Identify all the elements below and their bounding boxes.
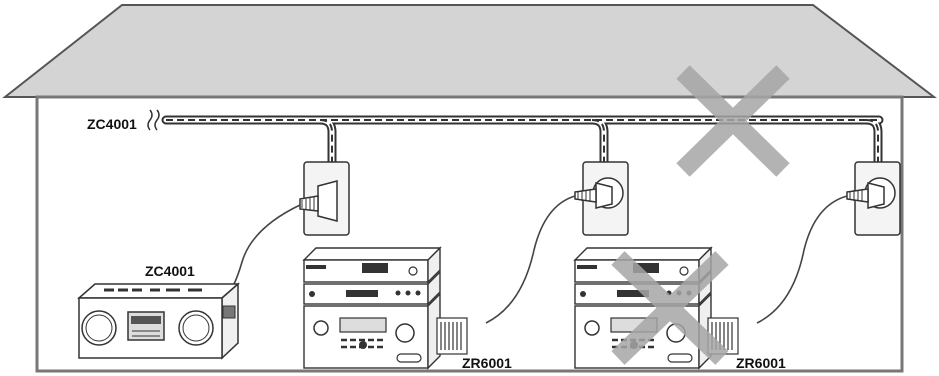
cross-mark-stack xyxy=(611,251,729,365)
label-wiring: ZC4001 xyxy=(87,116,137,132)
label-stack-left: ZR6001 xyxy=(462,355,512,371)
cord-stack-right xyxy=(756,195,848,324)
speaker-right xyxy=(178,310,214,346)
outlet-left xyxy=(299,161,350,236)
wall-wiring xyxy=(147,109,884,167)
outlet-middle xyxy=(574,161,629,236)
clock-radio xyxy=(77,282,240,360)
cord-stack-left xyxy=(485,195,576,324)
label-stack-right: ZR6001 xyxy=(736,355,786,371)
outlet-right xyxy=(846,161,901,236)
label-radio: ZC4001 xyxy=(145,263,195,279)
hifi-stack-left xyxy=(302,246,468,370)
cross-mark-wiring xyxy=(676,65,790,177)
house-roof xyxy=(2,4,937,98)
speaker-left xyxy=(81,310,117,346)
cable-break-symbol xyxy=(147,109,160,131)
